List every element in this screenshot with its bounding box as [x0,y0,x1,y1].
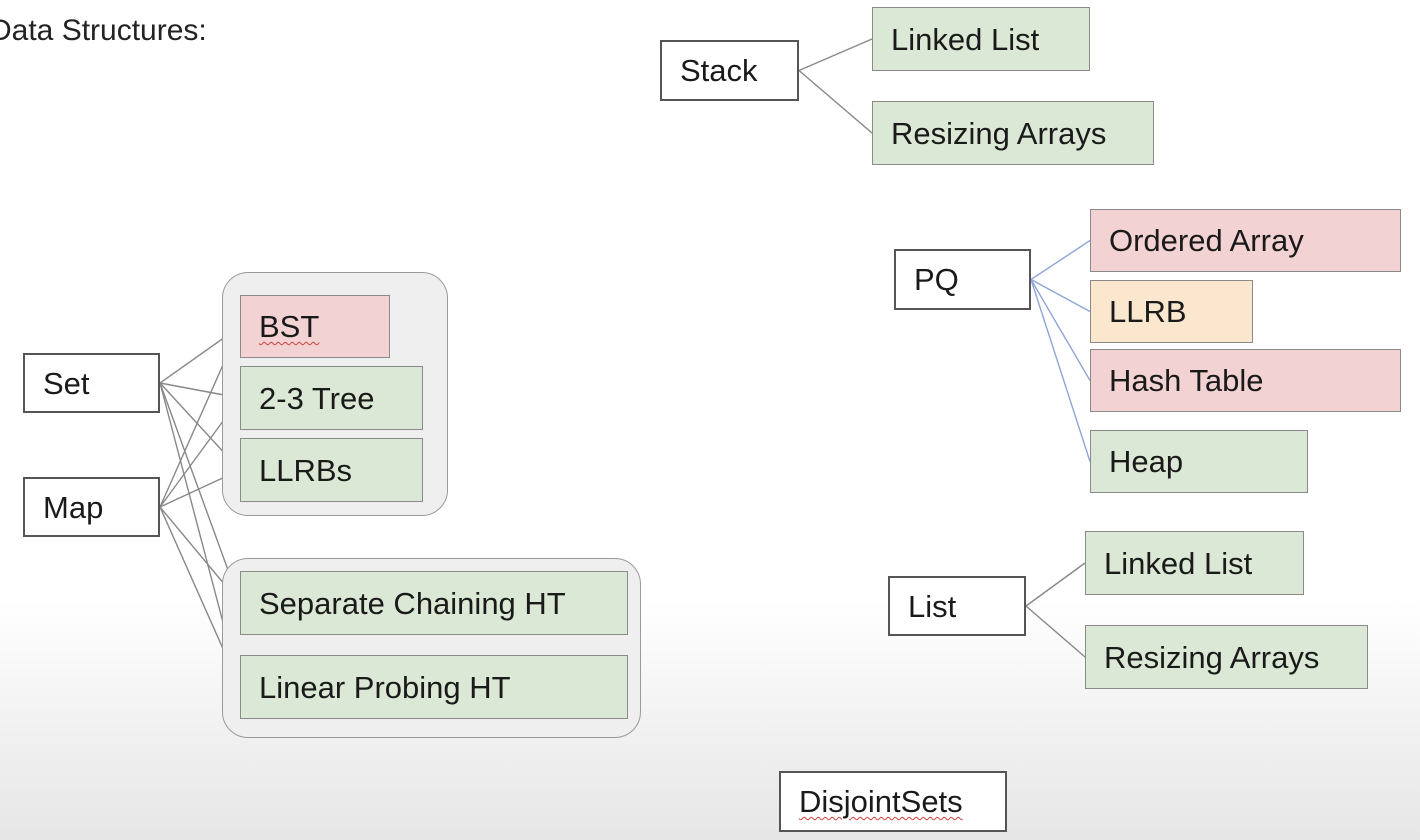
list-node: List [888,576,1026,636]
edge-stack-to-stack_resizing_arrays [798,69,873,134]
pq-hash-table-node: Hash Table [1090,349,1401,412]
set-node: Set [23,353,160,413]
edge-pq-to-pq_ordered_array [1030,239,1091,281]
bst-node: BST [240,295,390,358]
bst-label: BST [259,309,320,344]
edge-stack-to-stack_linked_list [798,38,873,72]
two-three-tree-node: 2-3 Tree [240,366,423,430]
list-linked-list-node: Linked List [1085,531,1304,595]
edge-pq-to-pq_llrb [1030,278,1091,313]
separate-chaining-ht-node: Separate Chaining HT [240,571,628,635]
pq-heap-node: Heap [1090,430,1308,493]
map-node: Map [23,477,160,537]
pq-ordered-array-node: Ordered Array [1090,209,1401,272]
linear-probing-ht-node: Linear Probing HT [240,655,628,719]
llrbs-node: LLRBs [240,438,423,502]
edge-pq-to-pq_heap [1030,279,1091,462]
page-title: Data Structures: [0,14,207,47]
disjoint-sets-node: DisjointSets [779,771,1007,832]
edge-list-to-list_linked_list [1025,562,1086,607]
stack-node: Stack [660,40,799,101]
edge-set-to-separate_chaining_ht [159,382,241,604]
edge-list-to-list_resizing_arrays [1025,605,1086,658]
pq-llrb-node: LLRB [1090,280,1253,343]
stack-resizing-arrays-node: Resizing Arrays [872,101,1154,165]
edge-pq-to-pq_hash_table [1030,279,1091,381]
stack-linked-list-node: Linked List [872,7,1090,71]
pq-node: PQ [894,249,1031,310]
disjoint-sets-label: DisjointSets [799,784,963,819]
list-resizing-arrays-node: Resizing Arrays [1085,625,1368,689]
